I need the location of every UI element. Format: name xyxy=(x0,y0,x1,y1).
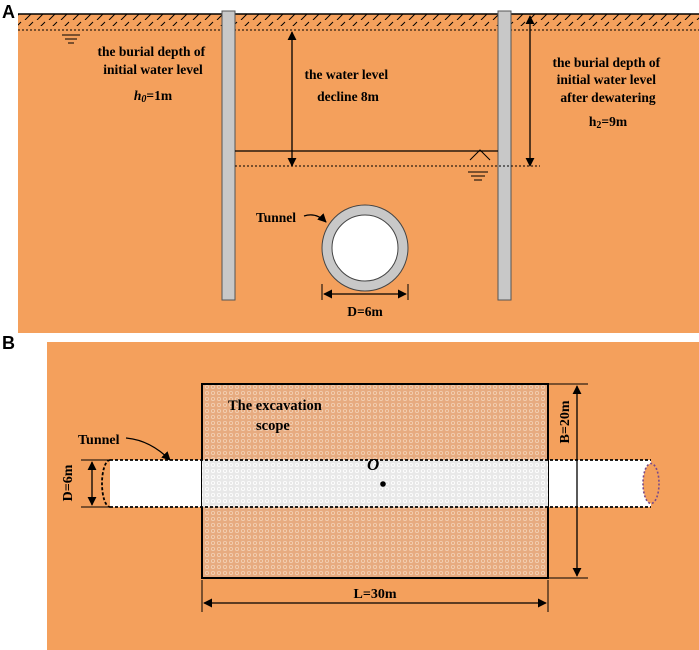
initial-water-level-label: the burial depth of initial water level xyxy=(97,44,208,77)
panel-b-letter: B xyxy=(2,333,15,353)
tunnel-within-excavation xyxy=(202,460,548,507)
tunnel-label-b: Tunnel xyxy=(78,433,120,448)
tunnel-label-a: Tunnel xyxy=(256,210,296,225)
origin-label: O xyxy=(367,455,379,474)
tunnel-left-end xyxy=(101,459,111,508)
after-dewatering-label: the burial depth of initial water level … xyxy=(552,55,663,105)
water-level-decline-label: the water level decline 8m xyxy=(304,67,391,104)
diameter-label-b: D=6m xyxy=(61,464,76,501)
tunnel-opening xyxy=(331,214,399,282)
length-label: L=30m xyxy=(354,587,397,602)
retaining-wall-right xyxy=(497,10,512,301)
ground-hatching xyxy=(18,14,699,26)
excavation-scope-label: The excavation scope xyxy=(228,398,325,434)
tunnel-right-opening xyxy=(642,462,660,505)
h0-label: h0=1m xyxy=(134,88,173,105)
h2-label: h2=9m xyxy=(589,114,628,131)
width-label: B=20m xyxy=(558,400,573,443)
tunnel-pointer-b xyxy=(125,437,171,461)
water-level-marker-icon xyxy=(469,149,491,161)
retaining-wall-left xyxy=(221,10,236,301)
diameter-label-a: D=6m xyxy=(347,304,383,319)
origin-point xyxy=(380,481,386,487)
panel-a: A the burial depth of xyxy=(2,2,699,333)
water-table-symbol xyxy=(62,34,80,44)
water-table-symbol-lowered xyxy=(468,171,488,181)
tunnel-pointer-a xyxy=(303,213,327,223)
panel-b: B The excavation scope O Tunnel D=6m B= xyxy=(2,333,699,650)
panel-a-letter: A xyxy=(2,2,15,22)
